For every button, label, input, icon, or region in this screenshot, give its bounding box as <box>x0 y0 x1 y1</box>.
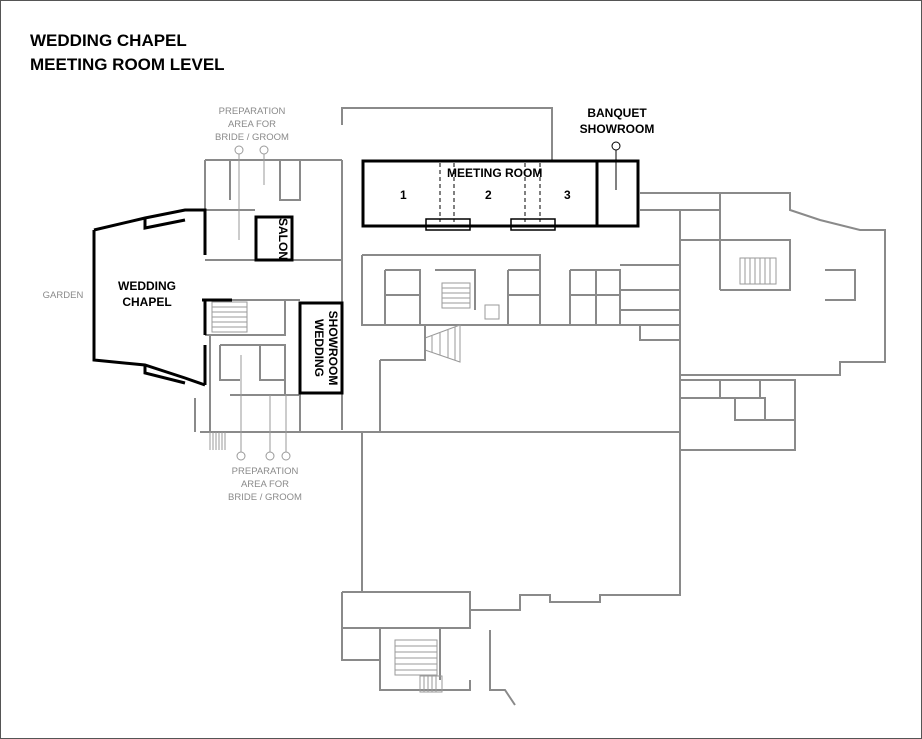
map-title-line1: WEDDING CHAPEL <box>30 31 187 50</box>
map-title-line2: MEETING ROOM LEVEL <box>30 55 225 74</box>
meeting-room-2-label: 2 <box>485 188 492 202</box>
prep-area-bottom-line3: BRIDE / GROOM <box>228 492 302 503</box>
wedding-chapel-outline-top <box>93 208 207 255</box>
prep-area-top-line3: BRIDE / GROOM <box>215 132 289 143</box>
wedding-showroom-outline <box>298 301 344 395</box>
banquet-showroom-label-line1: BANQUET <box>587 106 647 120</box>
meeting-room-3-label: 3 <box>564 188 571 202</box>
prep-area-top-line1: PREPARATION <box>219 106 286 117</box>
building-walls <box>194 107 886 706</box>
prep-area-bottom-line2: AREA FOR <box>241 479 289 490</box>
prep-area-bottom-line1: PREPARATION <box>232 466 299 477</box>
highlighted-venues <box>92 159 640 395</box>
prep-area-top-line2: AREA FOR <box>228 119 276 130</box>
banquet-showroom-outline <box>595 159 640 228</box>
garden-label: GARDEN <box>43 290 84 301</box>
wedding-chapel-label-line2: CHAPEL <box>122 295 171 309</box>
prep-area-markers <box>234 141 621 461</box>
meeting-room-label: MEETING ROOM <box>447 166 542 180</box>
wedding-showroom-label-line1: WEDDING <box>312 319 326 377</box>
wedding-chapel-label-line1: WEDDING <box>118 279 176 293</box>
meeting-room-1-label: 1 <box>400 188 407 202</box>
wedding-showroom-label-line2: SHOWROOM <box>326 311 340 386</box>
salon-label: SALON <box>276 218 290 260</box>
salon-outline <box>254 215 294 262</box>
banquet-showroom-label-line2: SHOWROOM <box>580 122 655 136</box>
